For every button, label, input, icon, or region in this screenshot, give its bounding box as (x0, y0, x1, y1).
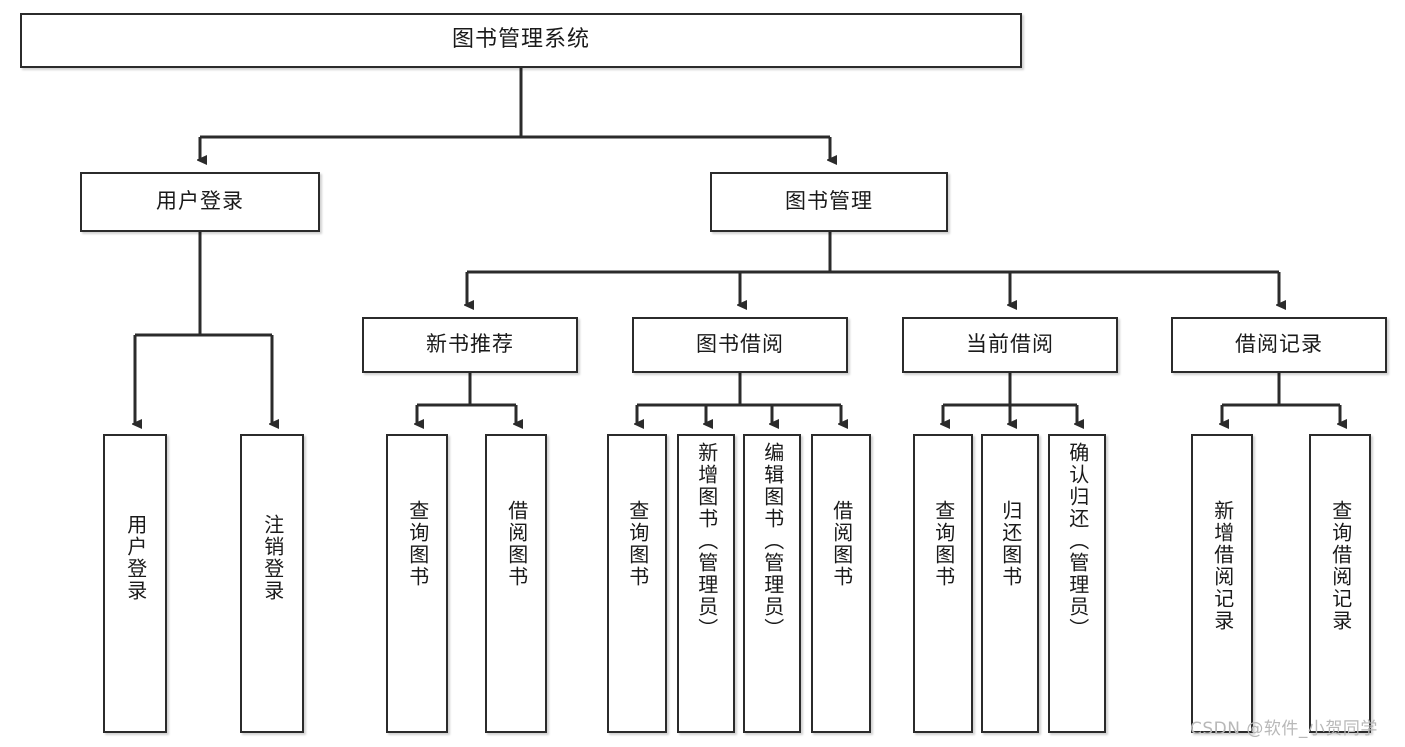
node-root[interactable]: 图书管理系统 (20, 13, 1022, 68)
node-user-login-label: 用户登录 (156, 189, 244, 214)
node-leaf-logout-label: 注销登录 (260, 514, 285, 602)
node-leaf-query-book-3-label: 查询图书 (931, 500, 956, 588)
node-leaf-return-book[interactable]: 归还图书 (981, 434, 1039, 733)
node-leaf-query-record[interactable]: 查询借阅记录 (1309, 434, 1371, 733)
node-borrow-record[interactable]: 借阅记录 (1171, 317, 1387, 373)
node-leaf-user-login-label: 用户登录 (123, 514, 148, 602)
node-leaf-borrow-book-2[interactable]: 借阅图书 (811, 434, 871, 733)
node-user-login[interactable]: 用户登录 (80, 172, 320, 232)
node-borrow-record-label: 借阅记录 (1235, 332, 1323, 357)
node-leaf-borrow-book-1[interactable]: 借阅图书 (485, 434, 547, 733)
node-book-borrow-label: 图书借阅 (696, 332, 784, 357)
node-leaf-query-record-label: 查询借阅记录 (1328, 500, 1353, 632)
csdn-watermark: CSDN @软件_小贺同学 (1190, 719, 1378, 739)
node-leaf-user-login[interactable]: 用户登录 (103, 434, 167, 733)
node-leaf-query-book-1-label: 查询图书 (405, 500, 430, 588)
node-leaf-add-record-label: 新增借阅记录 (1210, 500, 1235, 632)
node-leaf-query-book-1[interactable]: 查询图书 (386, 434, 448, 733)
node-new-book-rec[interactable]: 新书推荐 (362, 317, 578, 373)
node-leaf-return-book-label: 归还图书 (998, 500, 1023, 588)
node-leaf-confirm-return-label: 确认归还（管理员） (1065, 442, 1090, 640)
node-root-label: 图书管理系统 (451, 27, 590, 53)
node-leaf-edit-book[interactable]: 编辑图书（管理员） (743, 434, 801, 733)
node-book-borrow[interactable]: 图书借阅 (632, 317, 848, 373)
node-leaf-confirm-return[interactable]: 确认归还（管理员） (1048, 434, 1106, 733)
node-leaf-borrow-book-1-label: 借阅图书 (504, 500, 529, 588)
node-leaf-logout[interactable]: 注销登录 (240, 434, 304, 733)
node-leaf-query-book-2[interactable]: 查询图书 (607, 434, 667, 733)
node-book-manage-label: 图书管理 (785, 189, 873, 214)
node-leaf-add-book-label: 新增图书（管理员） (694, 442, 719, 640)
node-leaf-query-book-2-label: 查询图书 (625, 500, 650, 588)
node-leaf-borrow-book-2-label: 借阅图书 (829, 500, 854, 588)
node-leaf-query-book-3[interactable]: 查询图书 (913, 434, 973, 733)
node-new-book-rec-label: 新书推荐 (426, 332, 514, 357)
node-leaf-edit-book-label: 编辑图书（管理员） (760, 442, 785, 640)
node-book-manage[interactable]: 图书管理 (710, 172, 948, 232)
node-leaf-add-record[interactable]: 新增借阅记录 (1191, 434, 1253, 733)
node-current-borrow-label: 当前借阅 (966, 332, 1054, 357)
node-leaf-add-book[interactable]: 新增图书（管理员） (677, 434, 735, 733)
node-current-borrow[interactable]: 当前借阅 (902, 317, 1118, 373)
